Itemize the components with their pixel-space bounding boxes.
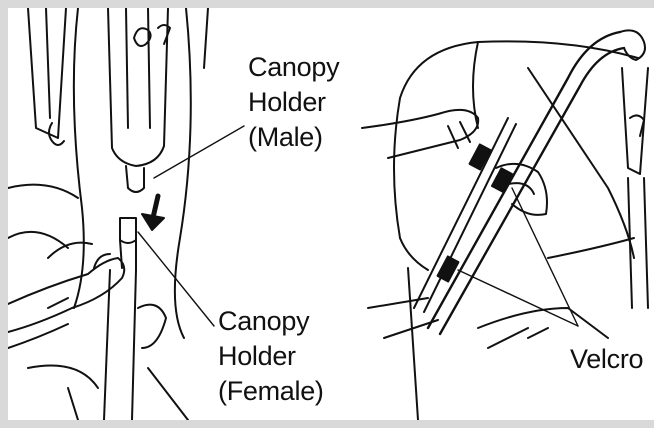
instruction-illustration: Canopy Holder (Male) Canopy Holder (Fema… <box>8 8 654 420</box>
label-line: Canopy <box>248 50 339 85</box>
canopy-holder-male-label: Canopy Holder (Male) <box>248 50 339 155</box>
left-stroller-drawing <box>8 8 244 420</box>
label-line: Holder <box>218 339 324 374</box>
canopy-holder-female-label: Canopy Holder (Female) <box>218 304 324 409</box>
label-line: (Male) <box>248 120 339 155</box>
label-line: (Female) <box>218 374 324 409</box>
velcro-label: Velcro <box>570 342 643 377</box>
label-line: Holder <box>248 85 339 120</box>
label-line: Canopy <box>218 304 324 339</box>
